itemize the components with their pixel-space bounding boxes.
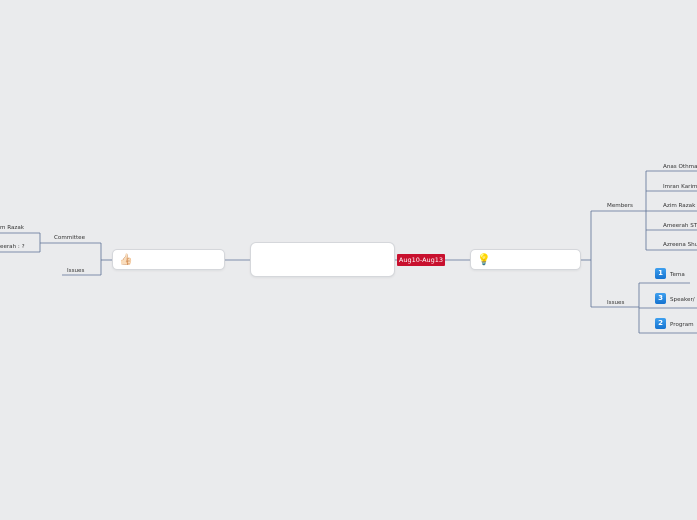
- central-topic[interactable]: [250, 242, 395, 277]
- member-item[interactable]: Imran Karim: [663, 184, 697, 190]
- idea-topic[interactable]: 💡: [470, 249, 581, 270]
- date-range-badge: Aug10-Aug13: [397, 254, 445, 266]
- issues-label-left[interactable]: Issues: [67, 268, 85, 274]
- members-label[interactable]: Members: [607, 203, 633, 209]
- priority-2-icon: 2: [655, 318, 666, 329]
- issues-label[interactable]: Issues: [607, 300, 625, 306]
- thumbs-up-topic[interactable]: 👍🏻: [112, 249, 225, 270]
- thumbs-up-icon: 👍🏻: [119, 253, 133, 266]
- member-item[interactable]: Ameerah ST: [663, 223, 697, 229]
- lightbulb-icon: 💡: [477, 253, 491, 266]
- issue-item[interactable]: Tema: [670, 272, 685, 278]
- issue-item[interactable]: Speaker/: [670, 297, 695, 303]
- committee-item[interactable]: m Razak: [0, 225, 25, 231]
- member-item[interactable]: Anas Othman: [663, 164, 697, 170]
- member-item[interactable]: Azreena Shu: [663, 242, 697, 248]
- priority-3-icon: 3: [655, 293, 666, 304]
- member-item[interactable]: Azim Razak: [663, 203, 696, 209]
- committee-item[interactable]: eerah : ?: [0, 244, 25, 250]
- committee-label[interactable]: Committee: [54, 235, 86, 241]
- priority-1-icon: 1: [655, 268, 666, 279]
- issue-item[interactable]: Program: [670, 322, 694, 328]
